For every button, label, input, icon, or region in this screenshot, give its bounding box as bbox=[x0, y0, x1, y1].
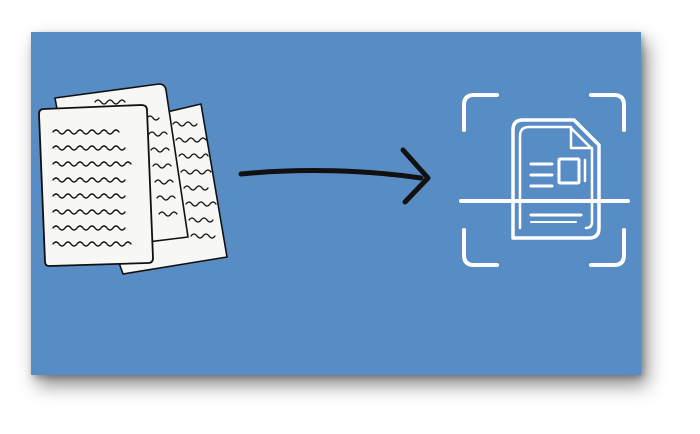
page-front bbox=[38, 104, 154, 267]
document-scan-icon bbox=[459, 93, 630, 267]
scan-frame-corners bbox=[462, 93, 626, 267]
illustration-svg bbox=[38, 83, 630, 275]
scanned-document bbox=[511, 118, 601, 240]
illustration-panel bbox=[31, 32, 641, 375]
handwritten-pages-icon bbox=[38, 83, 228, 275]
right-arrow-icon bbox=[238, 147, 431, 205]
